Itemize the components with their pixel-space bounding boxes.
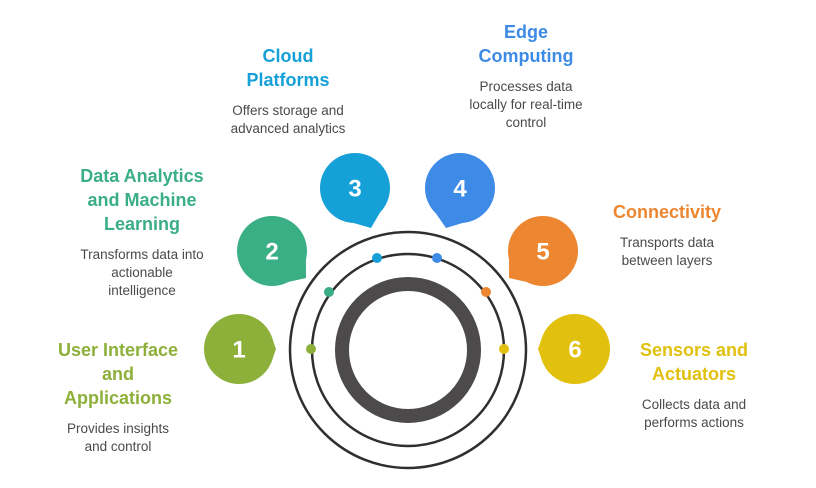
bubble-4 [425,153,495,223]
title-1: User Interface and Applications [57,340,179,408]
bubbles-layer: 1 2 3 4 5 6 [204,153,610,384]
description-6: Collects data and performs actions [641,397,747,430]
bubble-number-5: 5 [536,239,549,266]
title-4: Edge Computing [478,22,574,66]
ring-dot-1 [306,344,316,354]
label-1: User Interface and Applications Provides… [28,338,208,456]
ring-dot-6 [499,344,509,354]
bubble-1 [204,314,274,384]
label-4: Edge Computing Processes data locally fo… [446,20,606,132]
outer-ring [288,230,528,470]
label-3: Cloud Platforms Offers storage and advan… [208,44,368,138]
bubble-number-4: 4 [453,176,467,203]
description-1: Provides insights and control [66,421,170,454]
label-6: Sensors and Actuators Collects data and … [614,338,774,432]
label-2: Data Analytics and Machine Learning Tran… [52,164,232,300]
bubble-3 [320,153,390,223]
bubble-6 [540,314,610,384]
bubble-5 [508,216,578,286]
description-5: Transports data between layers [619,235,715,268]
bubble-number-3: 3 [348,176,361,203]
core-ring [335,277,481,423]
title-3: Cloud Platforms [246,46,330,90]
label-5: Connectivity Transports data between lay… [592,200,742,270]
bubble-number-2: 2 [265,239,278,266]
title-2: Data Analytics and Machine Learning [80,166,204,234]
ring-dot-4 [432,253,442,263]
ring-dot-3 [372,253,382,263]
ring-dot-2 [324,287,334,297]
bubble-number-6: 6 [568,337,581,364]
bubble-2 [237,216,307,286]
title-5: Connectivity [612,202,722,222]
title-6: Sensors and Actuators [639,340,749,384]
ring-dot-5 [481,287,491,297]
description-2: Transforms data into actionable intellig… [80,247,204,298]
description-3: Offers storage and advanced analytics [230,103,346,136]
bubble-number-1: 1 [232,337,245,364]
description-4: Processes data locally for real-time con… [469,79,583,130]
